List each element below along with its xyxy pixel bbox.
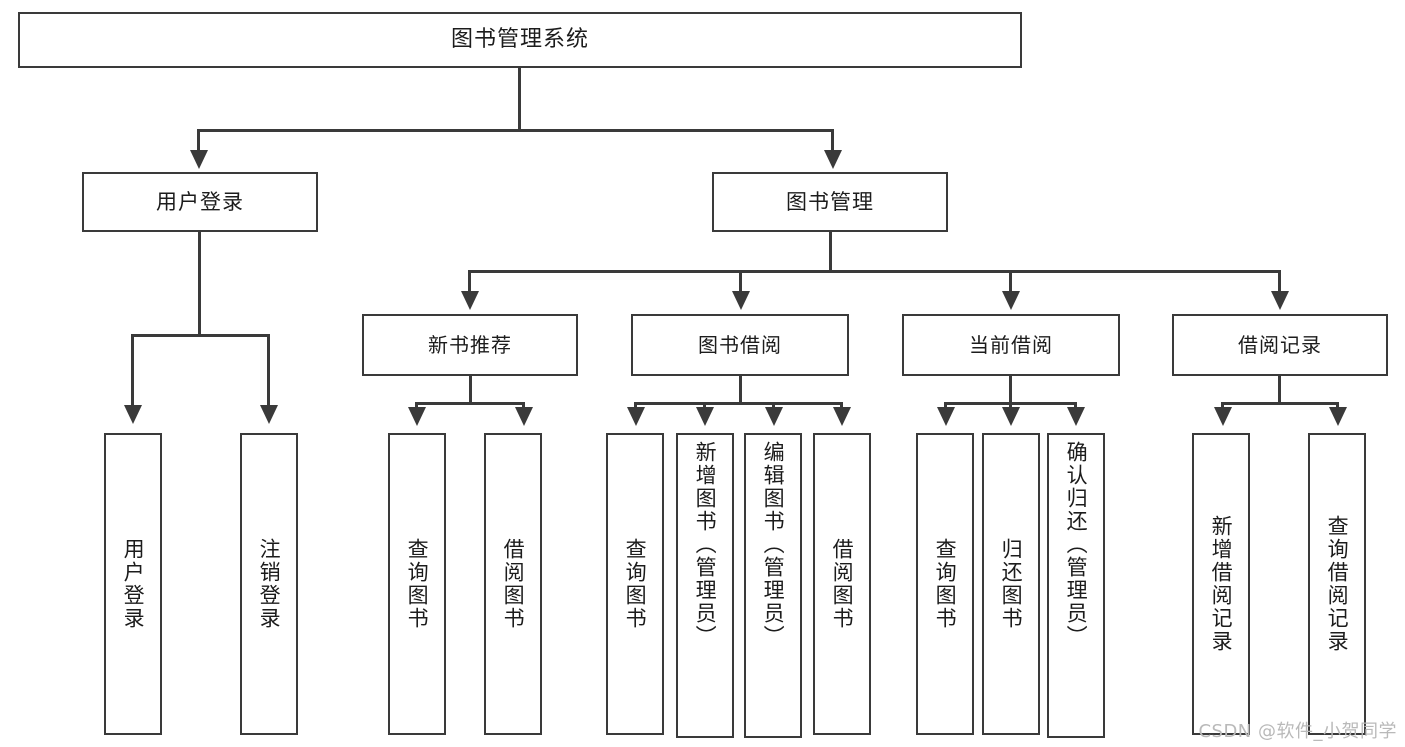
connector-new-book-bar — [415, 402, 525, 405]
node-label: 查询图书 — [405, 538, 430, 630]
connector-book-borrow-1 — [634, 402, 637, 410]
connector-current-borrow-stem — [1009, 376, 1012, 404]
node-label: 借阅图书 — [830, 538, 855, 630]
connector-book-borrow-4 — [840, 402, 843, 410]
node-label: 新增借阅记录 — [1209, 515, 1234, 653]
connector-root-bar — [197, 129, 834, 132]
node-book-borrow[interactable]: 图书借阅 — [631, 314, 849, 376]
node-label: 归还图书 — [999, 538, 1024, 630]
node-label: 编辑图书（管理员） — [761, 441, 786, 648]
arrow-book-borrow-leaf-3 — [765, 407, 783, 426]
leaf-query-borrow-record[interactable]: 查询借阅记录 — [1308, 433, 1366, 735]
connector-current-borrow-3 — [1074, 402, 1077, 410]
connector-to-borrow-record — [1278, 270, 1281, 292]
node-label: 新书推荐 — [428, 332, 512, 357]
node-label: 查询图书 — [623, 538, 648, 630]
leaf-add-book-admin[interactable]: 新增图书（管理员） — [676, 433, 734, 738]
arrow-to-current-borrow — [1002, 291, 1020, 310]
node-label: 图书管理 — [786, 189, 874, 214]
node-label: 注销登录 — [257, 538, 282, 630]
node-label: 图书管理系统 — [450, 27, 589, 53]
connector-user-login-stem — [198, 232, 201, 335]
node-root-system[interactable]: 图书管理系统 — [18, 12, 1022, 68]
leaf-add-borrow-record[interactable]: 新增借阅记录 — [1192, 433, 1250, 735]
node-user-login[interactable]: 用户登录 — [82, 172, 318, 232]
connector-borrow-record-left — [1221, 402, 1224, 410]
arrow-to-borrow-record — [1271, 291, 1289, 310]
node-book-management[interactable]: 图书管理 — [712, 172, 948, 232]
arrow-to-book-borrow — [732, 291, 750, 310]
connector-borrow-record-stem — [1278, 376, 1281, 404]
arrow-borrow-record-leaf-1 — [1214, 407, 1232, 426]
connector-root-to-book-manage — [831, 129, 834, 153]
connector-user-login-right — [267, 334, 270, 407]
connector-root-stem — [518, 68, 521, 130]
arrow-user-login-leaf-2 — [260, 405, 278, 424]
arrow-root-to-user-login — [190, 150, 208, 169]
connector-new-book-left — [415, 402, 418, 410]
connector-root-to-user-login — [197, 129, 200, 153]
connector-book-management-stem — [829, 232, 832, 272]
leaf-query-book-current[interactable]: 查询图书 — [916, 433, 974, 735]
arrow-book-borrow-leaf-4 — [833, 407, 851, 426]
leaf-query-book-recommend[interactable]: 查询图书 — [388, 433, 446, 735]
connector-book-borrow-stem — [739, 376, 742, 404]
arrow-current-borrow-leaf-3 — [1067, 407, 1085, 426]
arrow-new-book-leaf-1 — [408, 407, 426, 426]
node-label: 图书借阅 — [698, 332, 782, 357]
leaf-user-login[interactable]: 用户登录 — [104, 433, 162, 735]
connector-new-book-right — [522, 402, 525, 410]
node-borrow-record[interactable]: 借阅记录 — [1172, 314, 1388, 376]
arrow-to-new-book — [461, 291, 479, 310]
node-label: 新增图书（管理员） — [693, 441, 718, 648]
node-label: 查询图书 — [933, 538, 958, 630]
connector-book-borrow-2 — [703, 402, 706, 410]
connector-book-borrow-3 — [772, 402, 775, 410]
arrow-borrow-record-leaf-2 — [1329, 407, 1347, 426]
arrow-book-borrow-leaf-2 — [696, 407, 714, 426]
connector-new-book-stem — [469, 376, 472, 404]
arrow-current-borrow-leaf-1 — [937, 407, 955, 426]
connector-level2-bar — [468, 270, 1280, 273]
connector-borrow-record-right — [1336, 402, 1339, 410]
arrow-root-to-book-manage — [824, 150, 842, 169]
node-current-borrow[interactable]: 当前借阅 — [902, 314, 1120, 376]
leaf-return-book[interactable]: 归还图书 — [982, 433, 1040, 735]
connector-borrow-record-bar — [1221, 402, 1339, 405]
node-label: 用户登录 — [156, 189, 244, 214]
leaf-edit-book-admin[interactable]: 编辑图书（管理员） — [744, 433, 802, 738]
leaf-logout-login[interactable]: 注销登录 — [240, 433, 298, 735]
node-label: 借阅图书 — [501, 538, 526, 630]
node-label: 确认归还（管理员） — [1064, 441, 1089, 648]
connector-current-borrow-1 — [944, 402, 947, 410]
arrow-new-book-leaf-2 — [515, 407, 533, 426]
arrow-current-borrow-leaf-2 — [1002, 407, 1020, 426]
arrow-user-login-leaf-1 — [124, 405, 142, 424]
connector-current-borrow-2 — [1009, 402, 1012, 410]
node-new-book-recommend[interactable]: 新书推荐 — [362, 314, 578, 376]
leaf-borrow-book-recommend[interactable]: 借阅图书 — [484, 433, 542, 735]
node-label: 借阅记录 — [1238, 332, 1322, 357]
node-label: 查询借阅记录 — [1325, 515, 1350, 653]
node-label: 用户登录 — [121, 538, 146, 630]
connector-to-new-book — [468, 270, 471, 292]
arrow-book-borrow-leaf-1 — [627, 407, 645, 426]
leaf-borrow-book[interactable]: 借阅图书 — [813, 433, 871, 735]
connector-user-login-left — [131, 334, 134, 407]
connector-to-book-borrow — [739, 270, 742, 292]
leaf-confirm-return-admin[interactable]: 确认归还（管理员） — [1047, 433, 1105, 738]
connector-to-current-borrow — [1009, 270, 1012, 292]
node-label: 当前借阅 — [969, 332, 1053, 357]
leaf-query-book-borrow[interactable]: 查询图书 — [606, 433, 664, 735]
connector-book-borrow-bar — [634, 402, 842, 405]
connector-user-login-bar — [131, 334, 267, 337]
